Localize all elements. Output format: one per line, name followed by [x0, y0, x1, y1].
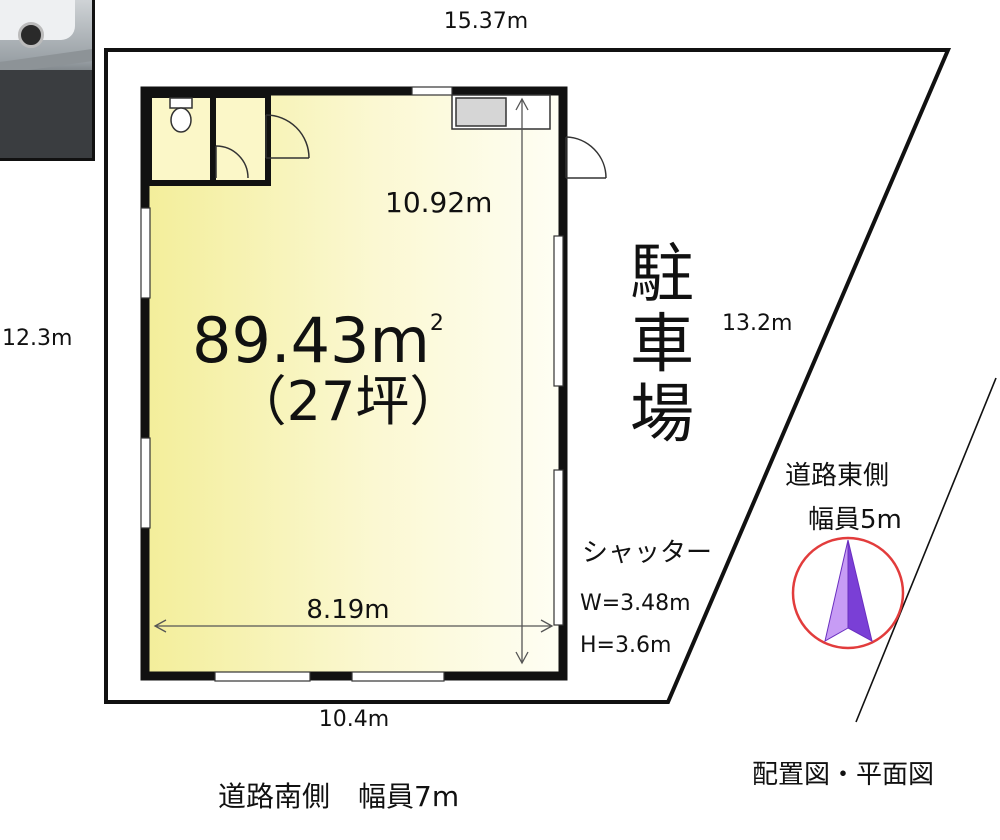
- dimension-arrow-room-height: [515, 97, 529, 665]
- window-top: [411, 86, 453, 96]
- dim-top-label: 15.37m: [444, 9, 528, 34]
- vehicle-wheel-image: [18, 22, 44, 48]
- compass-arrow-icon: [824, 539, 873, 642]
- shutter-height: H=3.6m: [580, 633, 671, 658]
- east-road-line: [855, 377, 997, 723]
- sink-counter: [451, 94, 551, 130]
- compass-circle: [791, 536, 905, 650]
- windows-left-wall: [140, 207, 151, 529]
- parking-char-1: 駐: [630, 238, 694, 312]
- windows-bottom-wall: [214, 671, 445, 682]
- parking-char-2: 車: [630, 308, 694, 382]
- area-tsubo: （27坪）: [233, 370, 464, 433]
- room-height-label: 10.92m: [385, 186, 492, 219]
- east-road-line2: 幅員5m: [808, 505, 902, 535]
- parking-char-3: 場: [630, 378, 694, 452]
- door-toilet: [215, 145, 249, 179]
- door-side-entrance: [565, 136, 607, 179]
- washroom: [210, 92, 271, 186]
- exterior-photo: [0, 0, 95, 161]
- dim-left-label: 12.3m: [2, 326, 72, 351]
- door-washroom: [265, 114, 310, 159]
- room-width-label: 8.19m: [306, 595, 389, 625]
- diagram-caption: 配置図・平面図: [752, 760, 934, 790]
- road-image: [0, 70, 92, 158]
- shutter-label: シャッター: [582, 538, 712, 568]
- dim-bottom-label: 10.4m: [319, 707, 389, 732]
- dimension-arrow-room-width: [153, 619, 554, 633]
- south-road-label: 道路南側 幅員7m: [218, 780, 459, 813]
- dim-right-label: 13.2m: [722, 311, 792, 336]
- shutter-width: W=3.48m: [580, 591, 691, 616]
- area-value: 89.43m2: [192, 304, 444, 377]
- toilet-fixture: [169, 97, 193, 133]
- east-road-line1: 道路東側: [785, 461, 889, 491]
- windows-right-wall: [553, 235, 564, 626]
